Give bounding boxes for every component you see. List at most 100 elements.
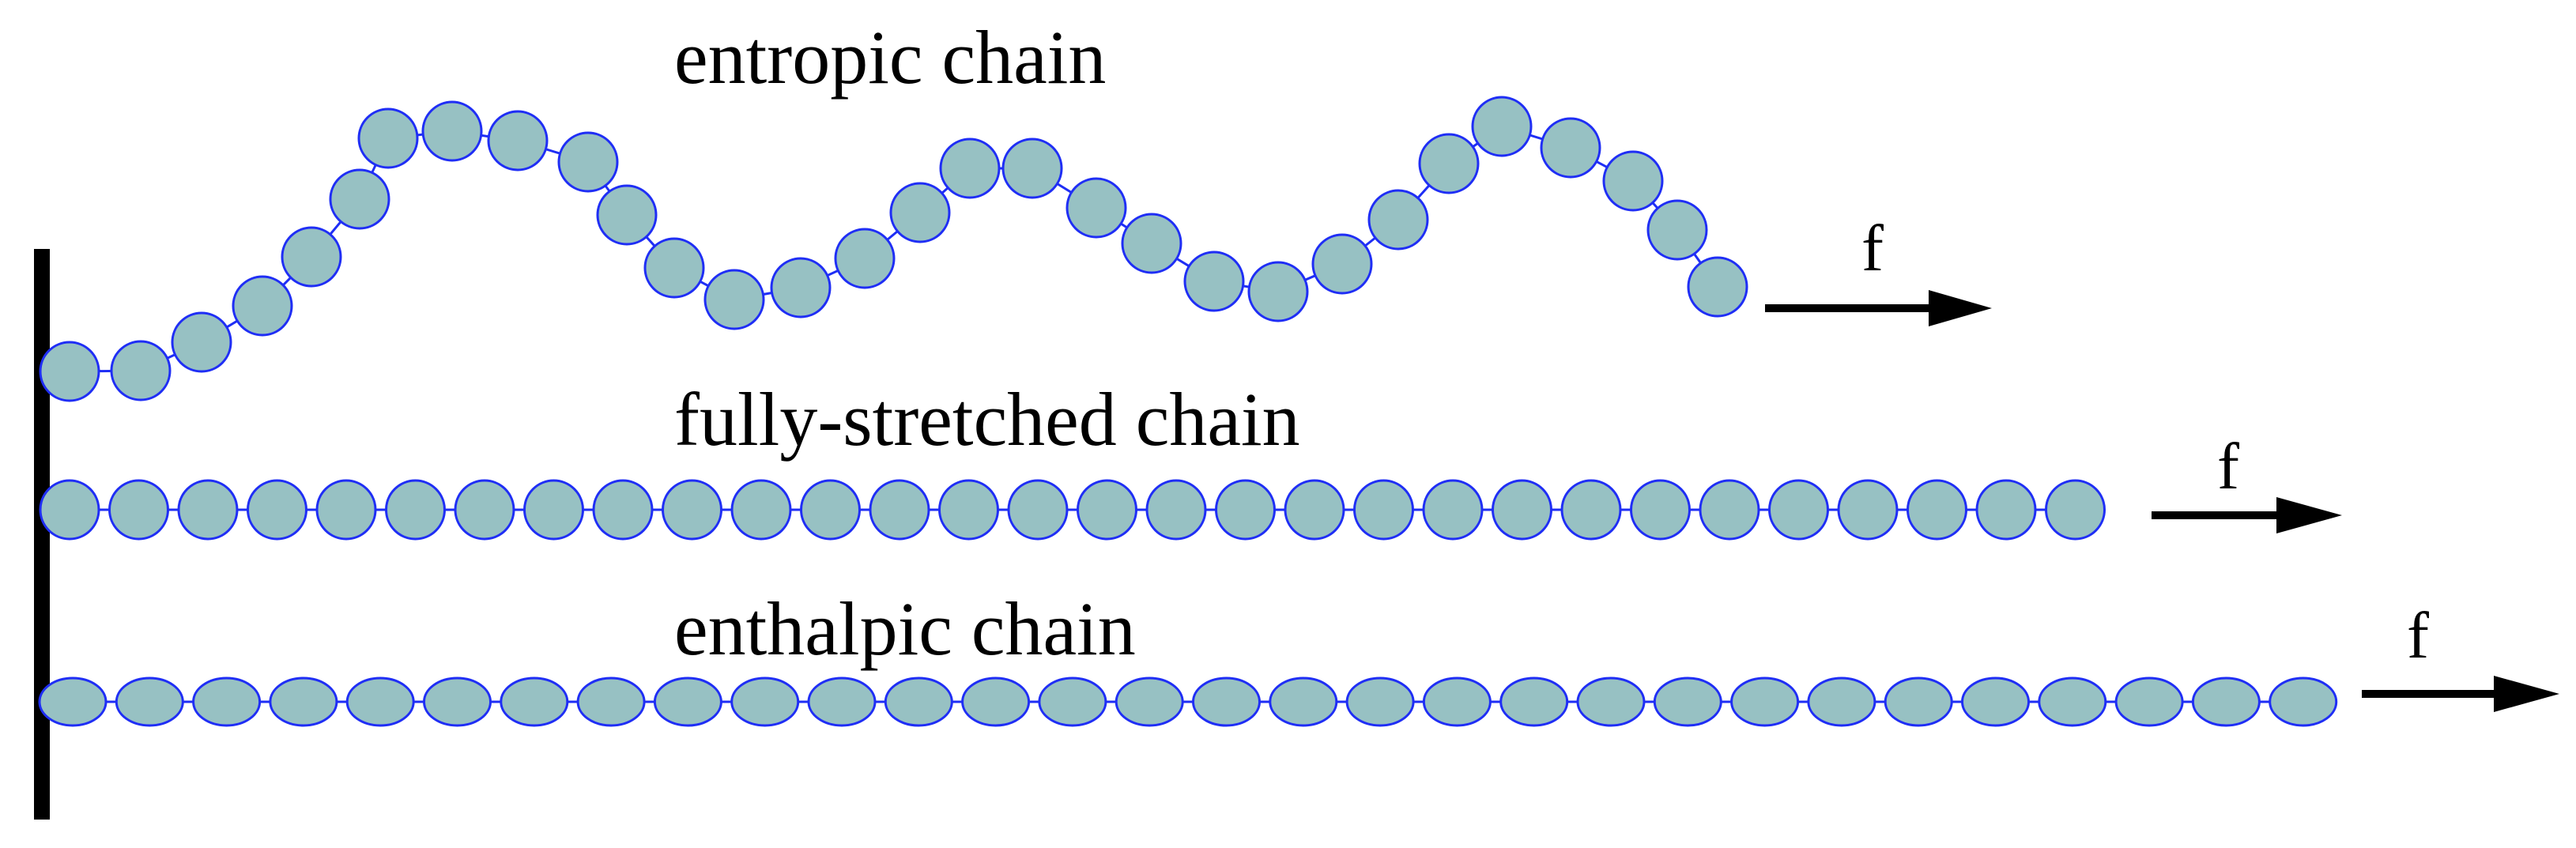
bead — [662, 479, 722, 541]
bead — [1687, 256, 1748, 318]
bead — [1345, 677, 1415, 727]
bead — [1418, 133, 1480, 194]
bead — [800, 479, 861, 541]
entropic-force-label: f — [1861, 212, 1884, 285]
bead — [1768, 479, 1829, 541]
bead — [454, 479, 515, 541]
bead — [961, 677, 1031, 727]
bead — [281, 226, 342, 288]
bead — [1145, 479, 1207, 541]
bead — [1807, 677, 1876, 727]
bead — [39, 479, 100, 541]
bead — [1065, 177, 1127, 239]
bead — [115, 677, 184, 727]
bead — [1630, 479, 1691, 541]
bead — [938, 479, 999, 541]
bead — [1192, 677, 1261, 727]
bead — [1115, 677, 1184, 727]
bead — [1353, 479, 1414, 541]
bead — [329, 168, 390, 230]
fully-stretched-chain: fully-stretched chain f — [39, 377, 2342, 541]
bead — [869, 479, 930, 541]
bead — [889, 182, 951, 243]
bead — [1699, 479, 1760, 541]
bead — [730, 479, 792, 541]
bead — [834, 228, 896, 289]
bead — [1311, 233, 1373, 295]
bead — [1422, 479, 1484, 541]
fully-stretched-force-arrowhead — [2276, 497, 2342, 533]
bead — [1646, 199, 1708, 261]
bead — [345, 677, 415, 727]
bead — [1077, 479, 1137, 541]
bead — [703, 269, 765, 330]
enthalpic-force-arrow — [2362, 676, 2559, 712]
bead — [592, 479, 654, 541]
bead — [1907, 479, 1967, 541]
bead — [2114, 677, 2184, 727]
entropic-force-arrow — [1765, 290, 1992, 326]
bead — [1975, 479, 2037, 541]
bead — [1884, 677, 1953, 727]
bead — [2191, 677, 2261, 727]
fully-stretched-force-arrow — [2152, 497, 2342, 533]
fully-stretched-chain-title: fully-stretched chain — [674, 377, 1300, 462]
bead — [2269, 677, 2338, 727]
enthalpic-force-label: f — [2407, 599, 2429, 673]
bead — [1247, 261, 1309, 322]
bead — [1007, 479, 1069, 541]
bead — [423, 677, 492, 727]
bead — [643, 237, 705, 299]
entropic-chain: entropic chain f — [39, 15, 1992, 402]
enthalpic-force-arrowhead — [2494, 676, 2559, 712]
bead — [1284, 479, 1345, 541]
entropic-chain-beads — [39, 96, 1748, 402]
bead — [1492, 479, 1552, 541]
entropic-force-arrowhead — [1929, 290, 1992, 326]
bead — [1837, 479, 1899, 541]
bead — [1269, 677, 1338, 727]
bead — [523, 479, 584, 541]
bead — [2038, 677, 2107, 727]
bead — [1215, 479, 1276, 541]
enthalpic-chain: enthalpic chain f — [38, 586, 2559, 727]
bead — [38, 677, 107, 727]
bead — [884, 677, 953, 727]
bead — [171, 311, 232, 373]
bead — [1560, 479, 1622, 541]
bead — [1001, 138, 1063, 199]
bead — [1471, 96, 1533, 157]
bead — [357, 107, 419, 169]
bead — [1602, 150, 1664, 212]
bead — [730, 677, 800, 727]
bead — [500, 677, 569, 727]
bead — [1576, 677, 1646, 727]
bead — [39, 341, 100, 402]
bead — [653, 677, 722, 727]
enthalpic-chain-title: enthalpic chain — [674, 586, 1136, 671]
bead — [2045, 479, 2106, 541]
bead — [1730, 677, 1800, 727]
bead — [487, 110, 549, 171]
bead — [770, 257, 832, 318]
bead — [232, 275, 293, 337]
bead — [1183, 251, 1245, 312]
bead — [315, 479, 377, 541]
bead — [1367, 189, 1429, 251]
entropic-chain-title: entropic chain — [674, 15, 1106, 100]
enthalpic-chain-beads — [38, 677, 2338, 727]
bead — [269, 677, 338, 727]
bead — [1038, 677, 1107, 727]
bead — [1653, 677, 1722, 727]
bead — [110, 340, 172, 401]
bead — [1422, 677, 1492, 727]
bead — [939, 138, 1001, 199]
bead — [576, 677, 646, 727]
fully-stretched-force-label: f — [2217, 430, 2239, 503]
bead — [247, 479, 307, 541]
fully-stretched-chain-beads — [39, 479, 2106, 541]
bead — [385, 479, 446, 541]
bead — [1961, 677, 2030, 727]
bead — [1499, 677, 1569, 727]
